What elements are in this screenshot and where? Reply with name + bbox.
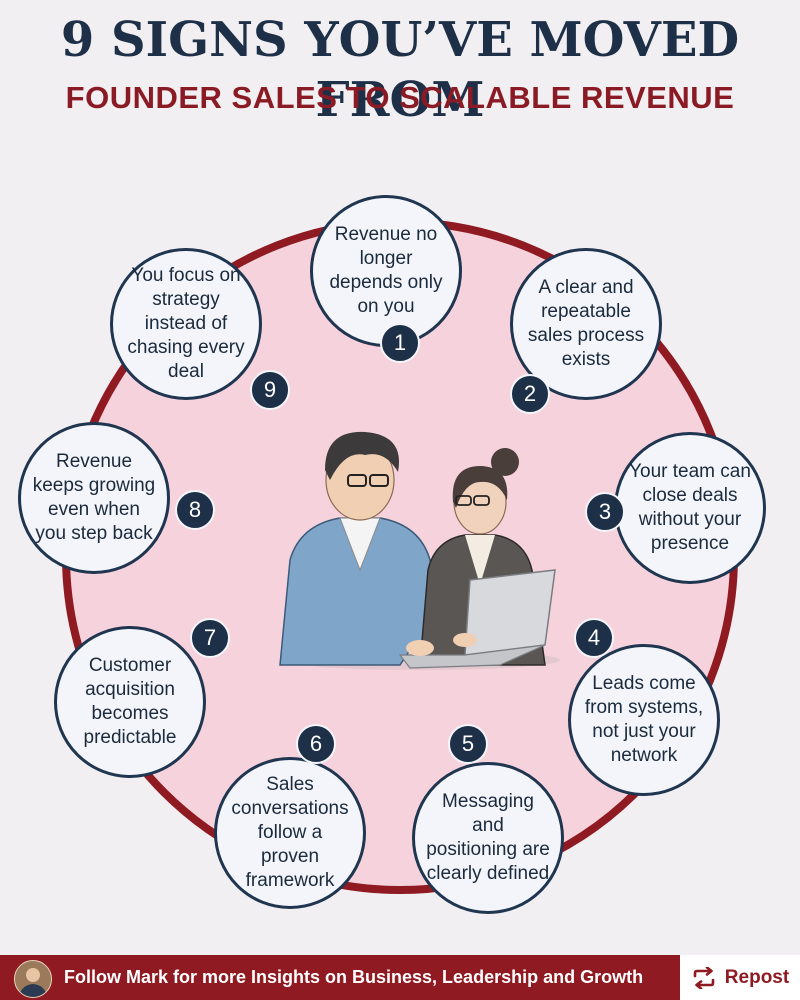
sign-number-4: 4 [574, 618, 614, 658]
sign-number-7: 7 [190, 618, 230, 658]
sign-node-1: Revenue no longer depends only on you [310, 195, 462, 347]
sign-node-8: Revenue keeps growing even when you step… [18, 422, 170, 574]
sign-text-2: A clear and repeatable sales process exi… [527, 277, 645, 370]
sign-text-8: Revenue keeps growing even when you step… [32, 451, 156, 544]
sign-node-3: Your team can close deals without your p… [614, 432, 766, 584]
repost-label: Repost [724, 966, 790, 988]
sign-text-9: You focus on strategy instead of chasing… [127, 265, 245, 382]
sign-node-9: You focus on strategy instead of chasing… [110, 248, 262, 400]
person-icon [15, 961, 51, 997]
sign-text-7: Customer acquisition becomes predictable [83, 655, 177, 748]
sign-node-6: Sales conversations follow a proven fram… [214, 757, 366, 909]
repost-icon [693, 966, 715, 989]
sign-number-3: 3 [585, 492, 625, 532]
page-title: 9 SIGNS YOU’VE MOVED FROM [60, 12, 740, 128]
sign-text-5: Messaging and positioning are clearly de… [426, 791, 550, 884]
sign-node-4: Leads come from systems, not just your n… [568, 644, 720, 796]
footer-text: Follow Mark for more Insights on Busines… [64, 967, 644, 987]
sign-number-5: 5 [448, 724, 488, 764]
page-subtitle: FOUNDER SALES TO SCALABLE REVENUE [65, 80, 735, 115]
sign-number-9: 9 [250, 370, 290, 410]
sign-number-2: 2 [510, 374, 550, 414]
business-people-illustration [279, 431, 560, 670]
sign-number-6: 6 [296, 724, 336, 764]
sign-node-7: Customer acquisition becomes predictable [54, 626, 206, 778]
repost-button[interactable]: Repost [680, 955, 800, 1000]
avatar[interactable] [14, 960, 52, 998]
sign-text-1: Revenue no longer depends only on you [329, 224, 443, 317]
footer-bar: Follow Mark for more Insights on Busines… [0, 955, 800, 1000]
sign-number-8: 8 [175, 490, 215, 530]
sign-text-4: Leads come from systems, not just your n… [584, 673, 704, 766]
sign-node-5: Messaging and positioning are clearly de… [412, 762, 564, 914]
sign-text-6: Sales conversations follow a proven fram… [231, 774, 349, 891]
sign-number-1: 1 [380, 323, 420, 363]
sign-text-3: Your team can close deals without your p… [629, 461, 751, 554]
